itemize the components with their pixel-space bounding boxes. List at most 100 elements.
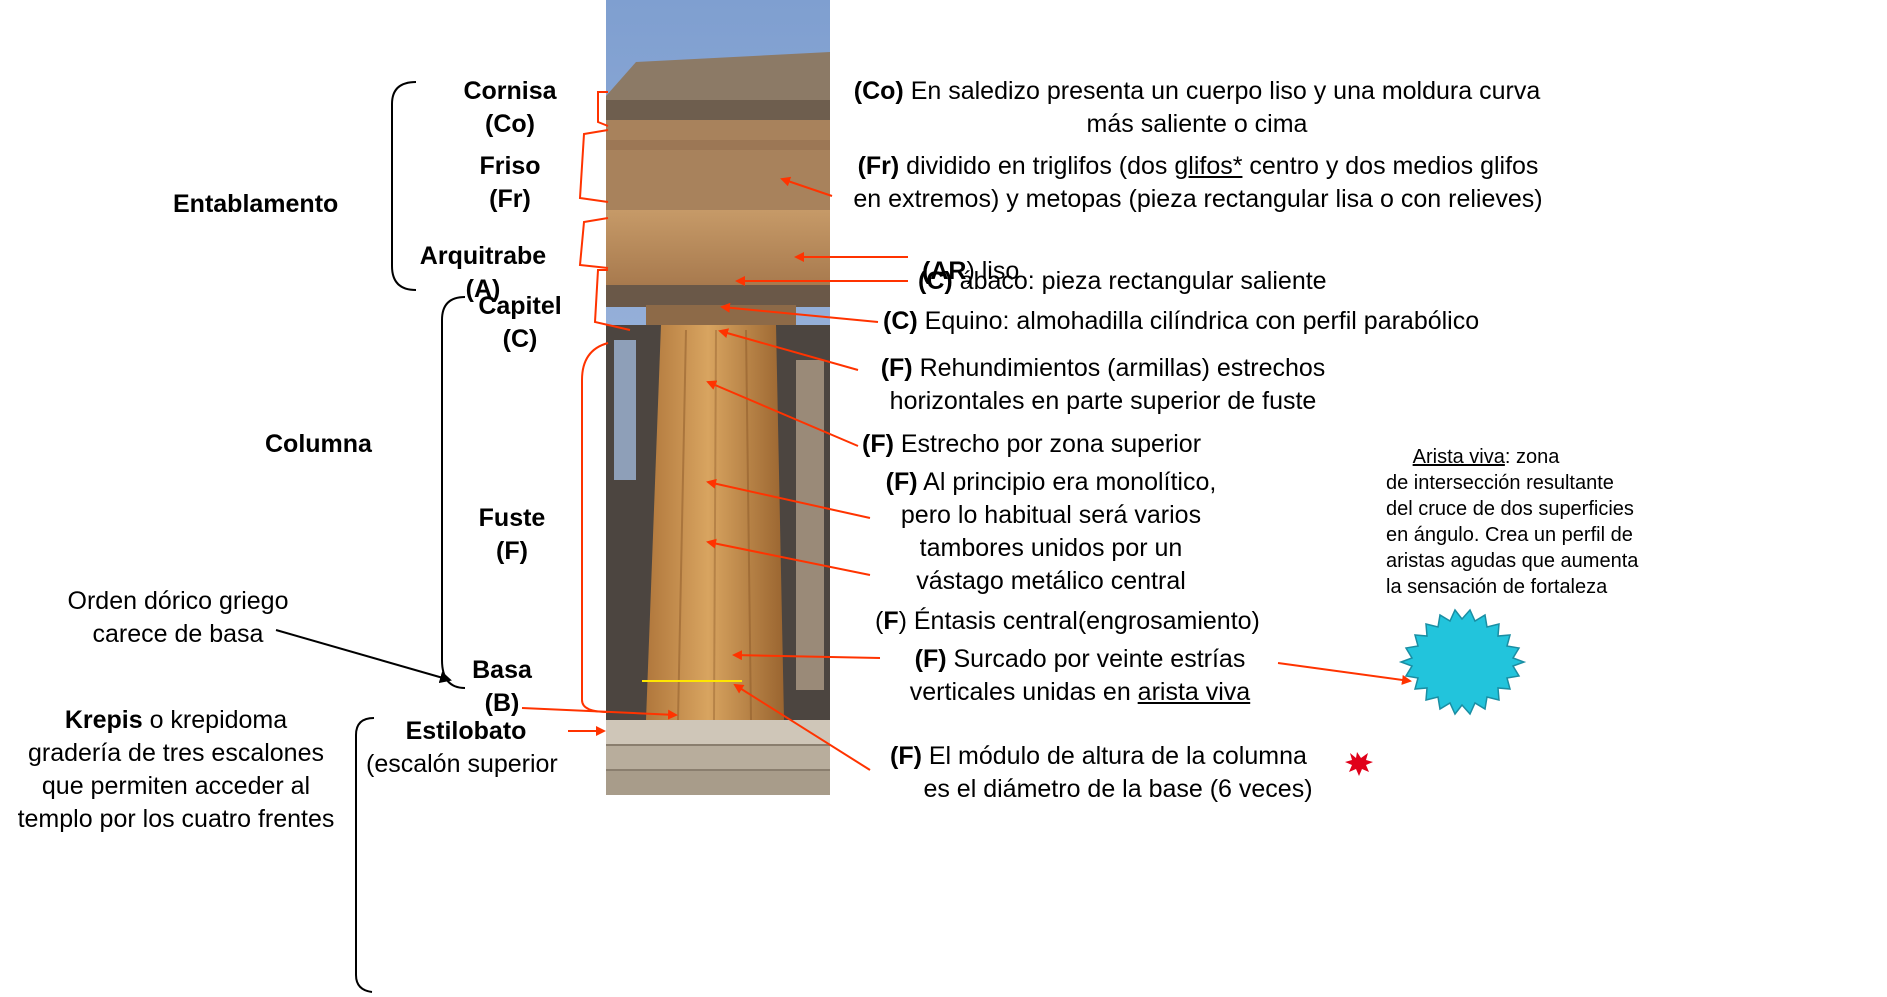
desc-mono-line-3: tambores unidos por un [919, 534, 1183, 562]
desc-mono-line-1: Al principio era monolítico, [917, 468, 1217, 496]
desc-surcado-line-1: Surcado por veinte estrías [946, 645, 1246, 673]
label-capitel: Capitel (C) [430, 290, 610, 356]
krepis-line-2: gradería de tres escalones [27, 739, 324, 767]
doric-line-2: carece de basa [92, 620, 264, 648]
desc-surcado-tag: (F) [914, 645, 947, 673]
arista-note-line-5: aristas agudas que aumenta [1386, 550, 1639, 572]
arrow-friso [780, 176, 833, 197]
fuste-code: (F) [496, 537, 528, 565]
desc-abaco-row: (C) ábaco: pieza rectangular saliente [918, 265, 1327, 298]
desc-surcado-line-2a: verticales unidas en [909, 678, 1138, 706]
desc-abaco-tag: (C) [918, 267, 953, 295]
desc-ar-open: ( [922, 257, 931, 285]
desc-cornisa-line-2: más saliente o cima [1086, 110, 1308, 138]
label-entablamento: Entablamento [173, 190, 339, 218]
arrow-doric [275, 629, 452, 684]
label-estilobato: Estilobato (escalón superior [366, 715, 566, 781]
label-friso: Friso (Fr) [420, 150, 600, 216]
krepis-term: Krepis [64, 706, 143, 734]
desc-estrecho-tag: (F) [862, 430, 894, 458]
arquitrabe-bracket [578, 217, 609, 269]
arista-viva-link: arista viva [1137, 678, 1251, 706]
desc-entasis-tag: F [883, 607, 899, 635]
desc-friso-line-2: en extremos) y metopas (pieza rectangula… [853, 185, 1543, 213]
desc-equino-text: Equino: almohadilla cilíndrica con perfi… [917, 307, 1480, 335]
arquitrabe-code: (A) [465, 275, 501, 303]
desc-cornisa-tag: (Co) [853, 77, 904, 105]
desc-cornisa: (Co) En saledizo presenta un cuerpo liso… [832, 75, 1562, 141]
krepis-brace [355, 717, 375, 993]
desc-modulo-line-1: El módulo de altura de la columna [921, 742, 1307, 770]
arquitrabe-name: Arquitrabe [419, 242, 547, 270]
arrow-mono [706, 478, 871, 519]
label-cornisa: Cornisa (Co) [420, 75, 600, 141]
desc-modulo-line-2: es el diámetro de la base (6 veces) [923, 775, 1313, 803]
desc-friso-tag: (Fr) [857, 152, 900, 180]
desc-ar: (AR) liso [922, 255, 1019, 288]
desc-entasis-open: ( [875, 607, 884, 635]
arista-note-line-6: la sensación de fortaleza [1386, 576, 1608, 598]
desc-equino-tag: (C) [883, 307, 918, 335]
label-arquitrabe: Arquitrabe (A) [393, 240, 573, 306]
label-columna: Columna [265, 430, 372, 458]
arrow-basa [521, 707, 678, 720]
arista-note-line-3: del cruce de dos superficies [1386, 498, 1634, 520]
friso-name: Friso [479, 152, 541, 180]
basa-code: (B) [484, 689, 520, 717]
cornisa-name: Cornisa [463, 77, 557, 105]
desc-cornisa-line-1: En saledizo presenta un cuerpo liso y un… [903, 77, 1541, 105]
desc-rehund: (F) Rehundimientos (armillas) estrechos … [858, 352, 1348, 418]
fuste-name: Fuste [478, 504, 546, 532]
desc-friso: (Fr) dividido en triglifos (dos glifos* … [828, 150, 1568, 216]
arista-note-title: Arista viva [1412, 446, 1505, 468]
label-fuste: Fuste (F) [422, 502, 602, 568]
desc-ar-tag: AR [930, 257, 967, 285]
desc-ar-text: ) liso [966, 257, 1020, 285]
desc-entasis: (F) Éntasis central(engrosamiento) [875, 605, 1260, 638]
column-photo [606, 0, 830, 795]
arrow-equino [720, 302, 879, 323]
estilobato-name: Estilobato [405, 717, 527, 745]
krepis-line-4: templo por los cuatro frentes [17, 805, 335, 833]
arrow-estrecho [706, 380, 859, 447]
desc-friso-line-1b: centro y dos medios glifos [1242, 152, 1539, 180]
desc-modulo: (F) El módulo de altura de la columna es… [878, 740, 1358, 806]
desc-equino: (C) Equino: almohadilla cilíndrica con p… [883, 305, 1479, 338]
desc-mono-line-4: vástago metálico central [916, 567, 1186, 595]
arrow-rehund [718, 328, 859, 371]
label-basa: Basa (B) [412, 654, 592, 720]
star-icon [1345, 752, 1373, 776]
friso-code: (Fr) [489, 185, 531, 213]
arrow-entasis [706, 538, 871, 576]
arista-viva-badge [1398, 608, 1527, 716]
cornisa-bracket [597, 91, 609, 127]
krepis-note: Krepis o krepidoma gradería de tres esca… [0, 704, 352, 836]
krepis-line-1-rest: o krepidoma [142, 706, 288, 734]
desc-entasis-text: ) Éntasis central(engrosamiento) [898, 607, 1260, 635]
capitel-bracket [593, 269, 631, 331]
arrow-modulo [733, 683, 871, 771]
capitel-name: Capitel [478, 292, 562, 320]
friso-bracket [578, 129, 609, 203]
desc-mono: (F) Al principio era monolítico, pero lo… [866, 466, 1236, 598]
glifos-link: glifos* [1174, 152, 1243, 180]
desc-mono-line-2: pero lo habitual será varios [900, 501, 1202, 529]
doric-line-1: Orden dórico griego [67, 587, 289, 615]
columna-brace [441, 296, 466, 689]
desc-rehund-line-1: Rehundimientos (armillas) estrechos [912, 354, 1326, 382]
desc-friso-line-1a: dividido en triglifos (dos [899, 152, 1175, 180]
capitel-code: (C) [502, 325, 538, 353]
desc-mono-tag: (F) [885, 468, 918, 496]
desc-modulo-tag: (F) [890, 742, 922, 770]
arista-note-line-4: en ángulo. Crea un perfil de [1386, 524, 1633, 546]
cornisa-code: (Co) [485, 110, 535, 138]
desc-abaco-text: ábaco: pieza rectangular saliente [952, 267, 1327, 295]
arrow-arista [1277, 662, 1412, 685]
arista-note: Arista viva: zona de intersección result… [1386, 444, 1639, 600]
krepis-line-3: que permiten acceder al [41, 772, 311, 800]
desc-rehund-tag: (F) [880, 354, 913, 382]
basa-name: Basa [472, 656, 532, 684]
arrow-surcado [732, 650, 881, 661]
desc-rehund-line-2: horizontales en parte superior de fuste [889, 387, 1317, 415]
